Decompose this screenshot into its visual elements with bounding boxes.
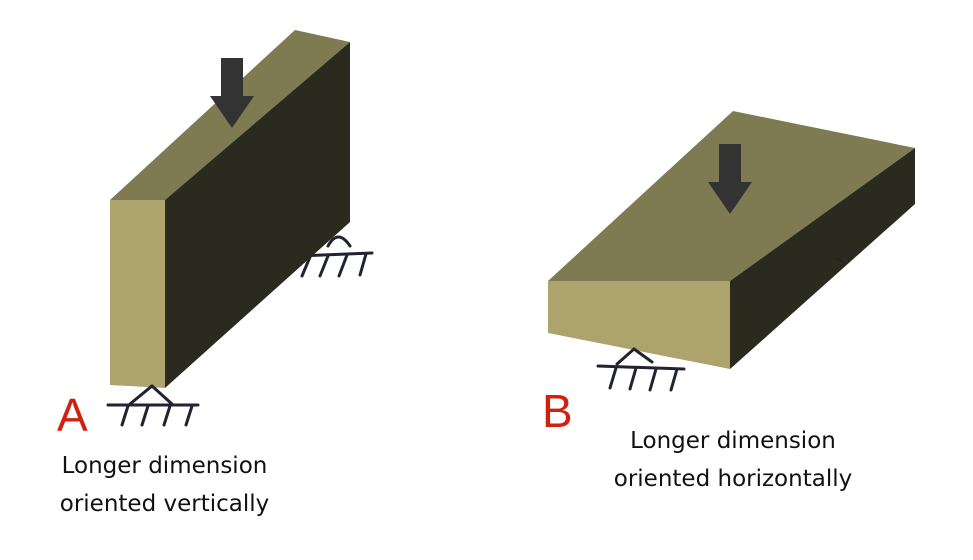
panel-a-back-hatch xyxy=(318,254,330,278)
panel-a-front-hatch xyxy=(140,404,150,427)
panel-b-back-support-hint xyxy=(835,257,847,265)
panel-a-drawing xyxy=(106,30,374,427)
panel-b-drawing xyxy=(548,111,915,392)
panel-a-front-hatch xyxy=(162,404,172,427)
panel-a-load-arrow-icon xyxy=(210,58,254,128)
panel-a-back-hatch xyxy=(300,255,312,278)
panel-a-caption-line2: oriented vertically xyxy=(59,491,270,517)
panel-a-back-hatch xyxy=(358,252,368,277)
panel-b-front-face xyxy=(548,281,730,369)
panel-b-hatch xyxy=(628,366,638,391)
panel-b-ground-line xyxy=(596,364,686,371)
panel-b-hatch xyxy=(648,367,658,392)
panel-b-pin xyxy=(615,347,654,366)
panel-b-label: B xyxy=(542,385,573,437)
panel-a-front-hatch xyxy=(120,404,130,427)
panel-b-caption: Longer dimension oriented horizontally xyxy=(583,422,883,498)
panel-a-back-hatch xyxy=(337,253,349,278)
panel-a-front-support xyxy=(106,384,200,427)
panel-a-caption: Longer dimension oriented vertically xyxy=(22,447,307,523)
panel-a-front-face xyxy=(110,200,165,388)
panel-b-hatch xyxy=(608,366,618,390)
panel-a-back-pin xyxy=(326,235,352,248)
panel-a-front-hatch xyxy=(184,404,194,427)
panel-b-support xyxy=(596,347,686,392)
panel-a-side-face xyxy=(165,42,350,388)
panel-a-caption-line1: Longer dimension xyxy=(61,453,268,479)
panel-a-label: A xyxy=(57,389,88,441)
panel-b-hatch xyxy=(669,367,679,392)
panel-b-load-arrow-icon xyxy=(708,144,752,214)
panel-b-side-face xyxy=(730,148,915,369)
panel-b-caption-line2: oriented horizontally xyxy=(613,466,853,492)
panel-a-front-pin xyxy=(128,384,174,406)
panel-b-caption-line1: Longer dimension xyxy=(630,428,836,454)
